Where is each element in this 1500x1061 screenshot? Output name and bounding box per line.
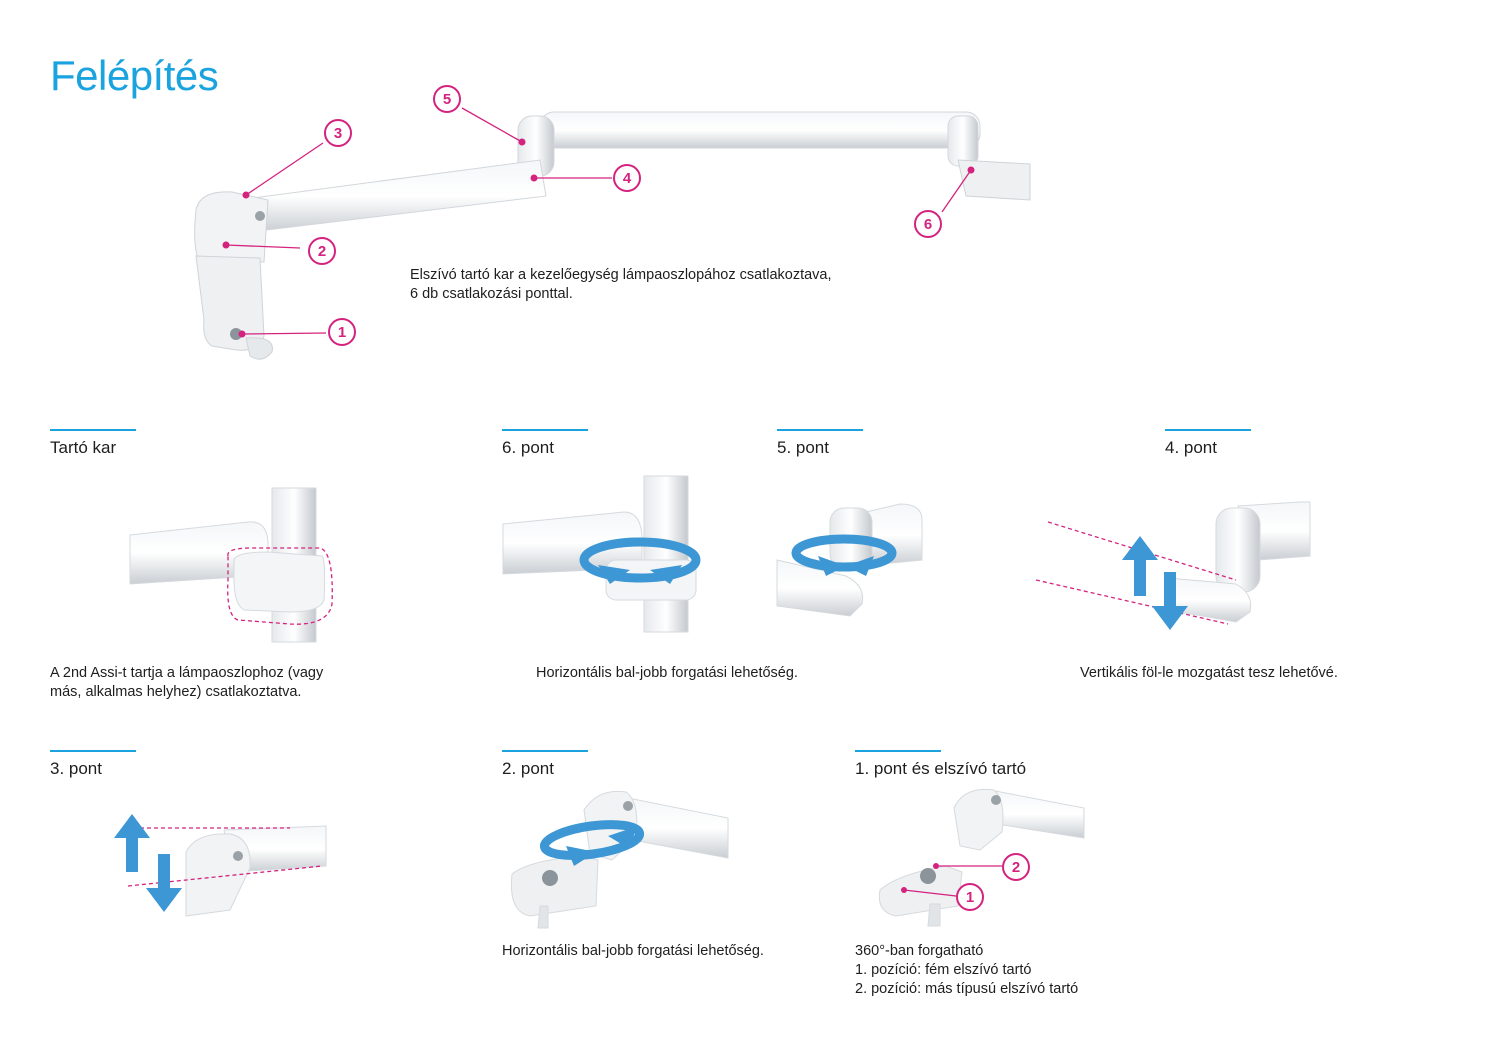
heading-pont-2: 2. pont bbox=[502, 759, 554, 778]
pont1-callout-2-label: 2 bbox=[1012, 859, 1020, 876]
pont1-callout-1-circle bbox=[956, 883, 984, 911]
pont1-illustration: 2 1 bbox=[878, 788, 1085, 927]
callout-3-label: 3 bbox=[334, 125, 342, 142]
pont1-callout-2-circle bbox=[1002, 853, 1030, 881]
tarto-kar-illustration bbox=[129, 487, 333, 643]
heading-pont-5: 5. pont bbox=[777, 438, 829, 457]
pont5-illustration bbox=[776, 503, 923, 617]
callout-3-circle bbox=[324, 119, 352, 147]
heading-pont-6: 6. pont bbox=[502, 438, 554, 457]
heading-pont-1: 1. pont és elszívó tartó bbox=[855, 759, 1027, 778]
callout-1-label: 1 bbox=[338, 324, 346, 341]
heading-tarto-kar: Tartó kar bbox=[50, 438, 117, 457]
section-rule bbox=[502, 429, 588, 431]
intro-line-1: Elszívó tartó kar a kezelőegység lámpaos… bbox=[410, 267, 832, 283]
section-rule bbox=[50, 429, 136, 431]
section-rule bbox=[502, 750, 588, 752]
caption-tarto-kar: A 2nd Assi-t tartja a lámpaoszlophoz (va… bbox=[50, 664, 323, 702]
pont3-illustration bbox=[114, 814, 327, 917]
caption-pont-1-line-3: 2. pozíció: más típusú elszívó tartó bbox=[855, 981, 1079, 997]
pont1-callout-1-label: 1 bbox=[966, 889, 974, 906]
callout-2-label: 2 bbox=[318, 243, 326, 260]
heading-pont-4: 4. pont bbox=[1165, 438, 1217, 457]
intro-text: Elszívó tartó kar a kezelőegység lámpaos… bbox=[410, 266, 930, 304]
section-rule bbox=[1165, 429, 1251, 431]
callout-6-label: 6 bbox=[924, 216, 932, 233]
section-rule bbox=[50, 750, 136, 752]
pont2-illustration bbox=[510, 790, 729, 929]
caption-pont-4: Vertikális föl-le mozgatást tesz lehetőv… bbox=[1080, 665, 1338, 681]
callout-2-circle bbox=[308, 237, 336, 265]
caption-pont-1-line-2: 1. pozíció: fém elszívó tartó bbox=[855, 962, 1032, 978]
callout-6-circle bbox=[914, 210, 942, 238]
caption-pont-2: Horizontális bal-jobb forgatási lehetősé… bbox=[502, 943, 764, 959]
section-rule bbox=[777, 429, 863, 431]
intro-line-2: 6 db csatlakozási ponttal. bbox=[410, 286, 573, 302]
caption-pont-6-5: Horizontális bal-jobb forgatási lehetősé… bbox=[536, 665, 798, 681]
caption-pont-1: 360°-ban forgatható 1. pozíció: fém elsz… bbox=[855, 942, 1078, 999]
callout-5-circle bbox=[433, 85, 461, 113]
caption-tarto-kar-line-2: más, alkalmas helyhez) csatlakoztatva. bbox=[50, 684, 302, 700]
caption-tarto-kar-line-1: A 2nd Assi-t tartja a lámpaoszlophoz (va… bbox=[50, 665, 324, 681]
callout-4-label: 4 bbox=[623, 170, 632, 187]
heading-pont-3: 3. pont bbox=[50, 759, 102, 778]
page-title: Felépítés bbox=[50, 52, 219, 99]
pont6-illustration bbox=[502, 475, 701, 633]
section-rule bbox=[855, 750, 941, 752]
callout-4-circle bbox=[613, 164, 641, 192]
callout-5-label: 5 bbox=[443, 91, 451, 108]
pont4-illustration bbox=[1035, 501, 1311, 630]
callout-1-circle bbox=[328, 318, 356, 346]
caption-pont-1-line-1: 360°-ban forgatható bbox=[855, 943, 984, 959]
